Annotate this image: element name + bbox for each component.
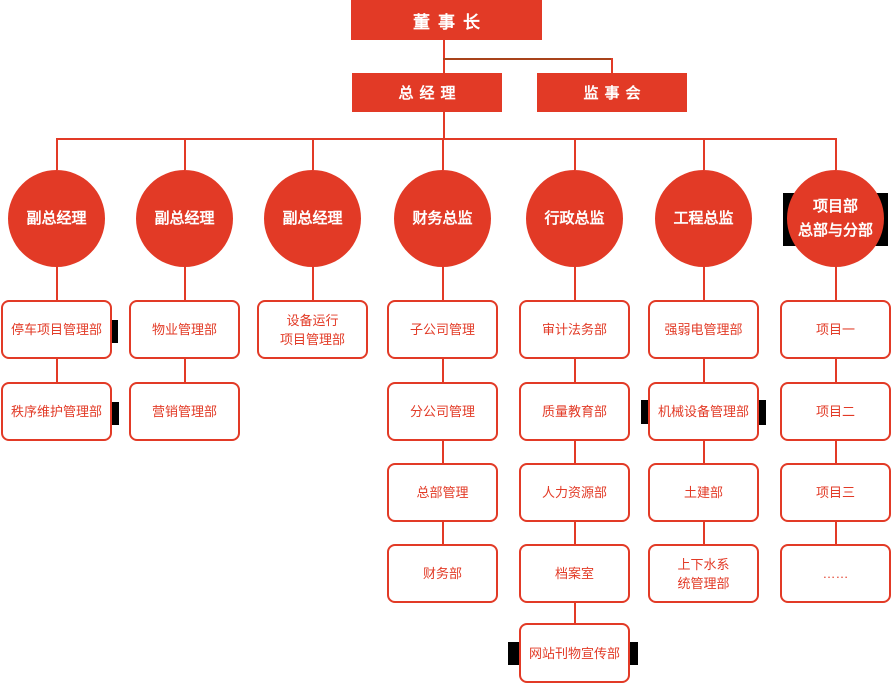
- branch-circle-project-dept: 项目部 总部与分部: [787, 170, 884, 267]
- connector-line: [703, 359, 705, 382]
- connector-line: [443, 112, 445, 138]
- connector-line: [442, 522, 444, 544]
- branch-circle-deputy-gm-1: 副总经理: [8, 170, 105, 267]
- dept-box-website-publication-publicity: 网站刊物宣传部: [519, 623, 630, 683]
- connector-line: [574, 441, 576, 463]
- connector-line: [574, 266, 576, 300]
- connector-line: [442, 266, 444, 300]
- dept-box-parking-project-mgmt: 停车项目管理部: [1, 300, 112, 359]
- connector-line: [703, 441, 705, 463]
- dept-box-audit-legal: 审计法务部: [519, 300, 630, 359]
- connector-line: [442, 359, 444, 382]
- highlight-mark: [508, 642, 519, 665]
- dept-box-marketing-mgmt: 营销管理部: [129, 382, 240, 441]
- connector-line: [835, 522, 837, 544]
- connector-line: [184, 138, 186, 170]
- dept-box-order-maintenance-mgmt: 秩序维护管理部: [1, 382, 112, 441]
- dept-box-finance: 财务部: [387, 544, 498, 603]
- dept-box-strong-weak-electricity-mgmt: 强弱电管理部: [648, 300, 759, 359]
- highlight-mark: [112, 320, 118, 343]
- dept-box-archives: 档案室: [519, 544, 630, 603]
- dept-box-project-1: 项目一: [780, 300, 891, 359]
- connector-line: [56, 138, 58, 170]
- highlight-mark: [630, 642, 638, 665]
- connector-line: [835, 359, 837, 382]
- branch-circle-engineering-director: 工程总监: [655, 170, 752, 267]
- dept-box-civil-engineering: 土建部: [648, 463, 759, 522]
- connector-line: [835, 266, 837, 300]
- connector-line: [312, 138, 314, 170]
- connector-line: [574, 603, 576, 623]
- dept-box-project-more: ……: [780, 544, 891, 603]
- dept-box-machinery-equipment-mgmt: 机械设备管理部: [648, 382, 759, 441]
- connector-line: [703, 522, 705, 544]
- connector-line: [835, 441, 837, 463]
- connector-line: [442, 441, 444, 463]
- node-chairman: 董事长: [351, 0, 542, 40]
- connector-line: [184, 266, 186, 300]
- dept-box-branch-company-mgmt: 分公司管理: [387, 382, 498, 441]
- dept-box-project-3: 项目三: [780, 463, 891, 522]
- branch-circle-finance-director: 财务总监: [394, 170, 491, 267]
- dept-box-headquarters-mgmt: 总部管理: [387, 463, 498, 522]
- connector-line: [703, 266, 705, 300]
- connector-line: [611, 58, 613, 73]
- connector-line: [56, 138, 837, 140]
- highlight-mark: [641, 400, 648, 424]
- node-supervisory-board: 监事会: [537, 73, 687, 112]
- dept-box-project-2: 项目二: [780, 382, 891, 441]
- connector-line: [574, 359, 576, 382]
- branch-circle-deputy-gm-3: 副总经理: [264, 170, 361, 267]
- connector-line: [703, 138, 705, 170]
- connector-line: [574, 138, 576, 170]
- highlight-mark: [112, 402, 119, 425]
- connector-line: [184, 359, 186, 382]
- dept-box-subsidiary-mgmt: 子公司管理: [387, 300, 498, 359]
- connector-line: [443, 58, 613, 60]
- branch-circle-admin-director: 行政总监: [526, 170, 623, 267]
- connector-line: [835, 138, 837, 170]
- dept-box-human-resources: 人力资源部: [519, 463, 630, 522]
- dept-box-water-system-mgmt: 上下水系 统管理部: [648, 544, 759, 603]
- connector-line: [574, 522, 576, 544]
- dept-box-property-mgmt: 物业管理部: [129, 300, 240, 359]
- connector-line: [56, 359, 58, 382]
- branch-circle-deputy-gm-2: 副总经理: [136, 170, 233, 267]
- connector-line: [312, 266, 314, 300]
- node-general-manager: 总经理: [352, 73, 502, 112]
- dept-box-quality-education: 质量教育部: [519, 382, 630, 441]
- connector-line: [442, 138, 444, 170]
- connector-line: [443, 40, 445, 73]
- dept-box-equipment-operation-project-mgmt: 设备运行 项目管理部: [257, 300, 368, 359]
- highlight-mark: [759, 400, 766, 425]
- connector-line: [56, 266, 58, 300]
